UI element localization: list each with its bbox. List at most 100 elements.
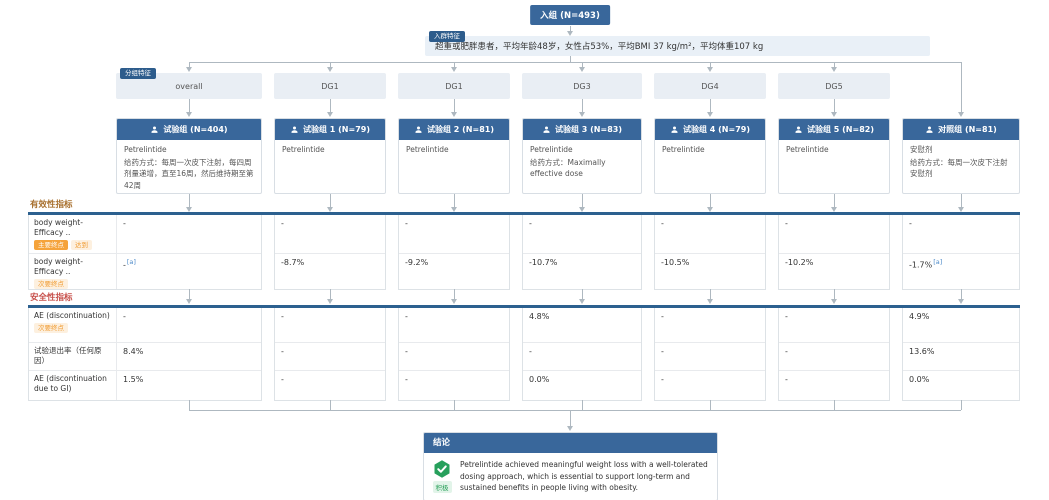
safety-col-control: 4.9% 13.6% 0.0% bbox=[902, 308, 1020, 401]
arm-header: 试验组 3 (N=83) bbox=[523, 119, 641, 140]
connector-arrowhead bbox=[579, 67, 585, 72]
arm-title: 试验组 (N=404) bbox=[163, 125, 228, 134]
table-cell: - bbox=[123, 219, 126, 228]
person-icon bbox=[926, 126, 933, 133]
arm-drug: Petrelintide bbox=[406, 145, 449, 154]
conclusion-text: Petrelintide achieved meaningful weight … bbox=[460, 460, 708, 493]
arm-dosing: 给药方式：每周一次皮下注射安慰剂 bbox=[910, 157, 1008, 179]
arm-box-3: 试验组 3 (N=83) Petrelintide 给药方式：Maximally … bbox=[522, 118, 642, 194]
arm-box-4: 试验组 4 (N=79) Petrelintide bbox=[654, 118, 766, 194]
connector-arrowhead bbox=[186, 112, 192, 117]
connector-arrowhead bbox=[958, 299, 964, 304]
enrollment-box: 入组 (N=493) bbox=[530, 5, 610, 25]
table-cell: 1.5% bbox=[123, 375, 144, 384]
table-cell: - bbox=[909, 219, 912, 228]
connector-line bbox=[189, 410, 961, 411]
efficacy-col-4: - -10.5% bbox=[654, 215, 766, 290]
arm-drug: Petrelintide bbox=[530, 145, 573, 154]
arm-drug: Petrelintide bbox=[662, 145, 705, 154]
connector-arrowhead bbox=[707, 207, 713, 212]
table-cell: - bbox=[785, 312, 788, 321]
connector-arrowhead bbox=[327, 112, 333, 117]
subgroup-label: overall bbox=[175, 81, 203, 91]
connector-line bbox=[454, 289, 455, 299]
table-cell: - bbox=[661, 312, 664, 321]
connector-line bbox=[834, 99, 835, 112]
arm-title: 试验组 3 (N=83) bbox=[555, 125, 622, 134]
table-cell: 4.8% bbox=[529, 312, 550, 321]
subgroup-label: DG1 bbox=[445, 81, 463, 91]
table-cell: -10.2% bbox=[779, 253, 889, 289]
safety-col-5: - - - bbox=[778, 308, 890, 401]
connector-line bbox=[582, 62, 583, 67]
conclusion-box: 结论 积极 Petrelintide achieved meaningful w… bbox=[423, 432, 718, 500]
table-cell: - bbox=[785, 219, 788, 228]
safety-col-overall: AE (discontinuation) 次要终点 - 试验退出率（任何原因） … bbox=[28, 308, 262, 401]
connector-line bbox=[834, 400, 835, 410]
connector-arrowhead bbox=[831, 67, 837, 72]
row-label: 试验退出率（任何原因） bbox=[29, 343, 117, 370]
efficacy-col-3: - -10.7% bbox=[522, 215, 642, 290]
arm-title: 试验组 1 (N=79) bbox=[303, 125, 370, 134]
connector-arrowhead bbox=[579, 207, 585, 212]
connector-line bbox=[570, 56, 571, 62]
connector-arrowhead bbox=[186, 299, 192, 304]
connector-arrowhead bbox=[451, 112, 457, 117]
subgroup-label: DG4 bbox=[701, 81, 719, 91]
arm-dosing: 给药方式：Maximally effective dose bbox=[530, 157, 606, 179]
table-cell: - bbox=[523, 342, 641, 370]
efficacy-col-overall: body weight-Efficacy .. 主要终点达到 - body we… bbox=[28, 215, 262, 290]
efficacy-section-title: 有效性指标 bbox=[30, 200, 73, 210]
table-cell: - bbox=[123, 312, 126, 321]
grouping-tag: 分组特征 bbox=[120, 68, 156, 79]
safety-table-topbar bbox=[28, 305, 1020, 308]
connector-line bbox=[710, 99, 711, 112]
connector-arrowhead bbox=[567, 31, 573, 36]
connector-line bbox=[582, 194, 583, 207]
person-icon bbox=[291, 126, 298, 133]
arm-header: 试验组 4 (N=79) bbox=[655, 119, 765, 140]
connector-arrowhead bbox=[831, 299, 837, 304]
check-badge-icon bbox=[434, 460, 450, 478]
arm-title: 试验组 4 (N=79) bbox=[683, 125, 750, 134]
connector-line bbox=[454, 194, 455, 207]
table-cell: -[a] bbox=[123, 258, 136, 270]
connector-line bbox=[570, 410, 571, 426]
connector-line bbox=[582, 289, 583, 299]
arm-drug: Petrelintide bbox=[786, 145, 829, 154]
arm-header: 试验组 2 (N=81) bbox=[399, 119, 509, 140]
efficacy-col-2: - -9.2% bbox=[398, 215, 510, 290]
connector-line bbox=[710, 194, 711, 207]
table-cell: - bbox=[779, 342, 889, 370]
safety-section-title: 安全性指标 bbox=[30, 293, 73, 303]
connector-arrowhead bbox=[707, 67, 713, 72]
connector-arrowhead bbox=[186, 67, 192, 72]
connector-arrowhead bbox=[327, 299, 333, 304]
connector-line bbox=[189, 289, 190, 299]
connector-arrowhead bbox=[579, 299, 585, 304]
connector-arrowhead bbox=[327, 67, 333, 72]
table-cell: - bbox=[779, 370, 889, 400]
person-icon bbox=[795, 126, 802, 133]
subgroup-box-dg3: DG3 bbox=[522, 73, 642, 99]
arm-title: 试验组 2 (N=81) bbox=[427, 125, 494, 134]
connector-arrowhead bbox=[958, 112, 964, 117]
footnote-link[interactable]: [a] bbox=[126, 258, 136, 266]
row-label: body weight-Efficacy .. 次要终点 bbox=[29, 254, 117, 289]
table-cell: -9.2% bbox=[399, 253, 509, 289]
connector-line bbox=[961, 289, 962, 299]
efficacy-col-control: - -1.7%[a] bbox=[902, 215, 1020, 290]
arm-box-5: 试验组 5 (N=82) Petrelintide bbox=[778, 118, 890, 194]
connector-line bbox=[710, 400, 711, 410]
subgroup-label: DG1 bbox=[321, 81, 339, 91]
population-tag: 入群特征 bbox=[429, 31, 465, 42]
footnote-link[interactable]: [a] bbox=[933, 258, 943, 266]
connector-line bbox=[189, 99, 190, 112]
connector-line bbox=[330, 400, 331, 410]
connector-line bbox=[961, 62, 962, 112]
positive-tag: 积极 bbox=[432, 481, 452, 493]
connector-line bbox=[710, 289, 711, 299]
subgroup-box-dg4: DG4 bbox=[654, 73, 766, 99]
connector-line bbox=[961, 400, 962, 410]
